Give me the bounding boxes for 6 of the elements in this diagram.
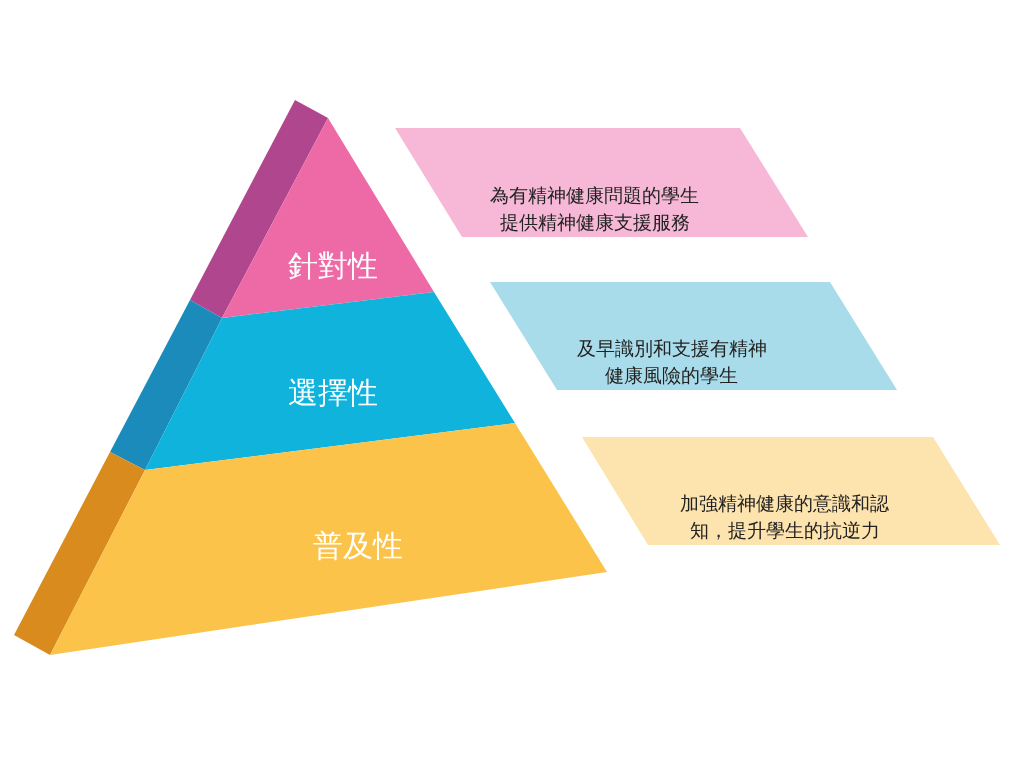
description-text: 及早識別和支援有精神健康風險的學生: [576, 336, 768, 388]
tier-label: 選擇性: [287, 374, 379, 412]
tier-label: 普及性: [312, 527, 404, 565]
description-text: 加強精神健康的意識和認知，提升學生的抗逆力: [679, 491, 891, 543]
tier-label: 針對性: [287, 247, 379, 285]
description-text: 為有精神健康問題的學生提供精神健康支援服務: [489, 183, 701, 235]
